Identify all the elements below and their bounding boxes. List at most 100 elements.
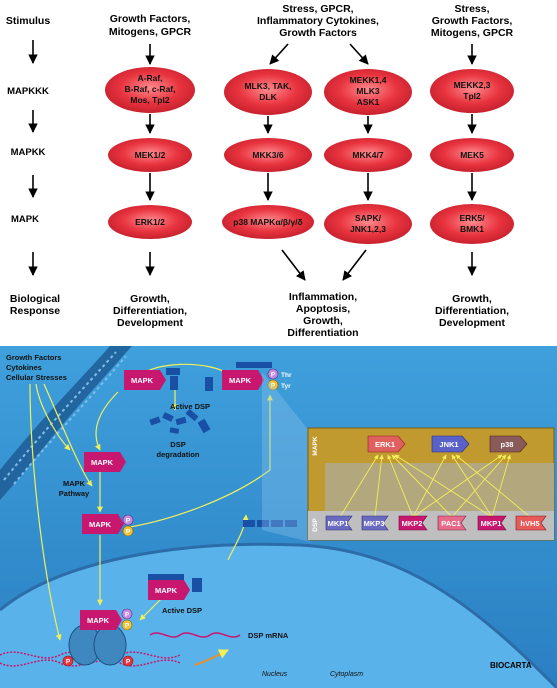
stimulus-cellular-stresses: Cellular Stresses xyxy=(6,373,67,382)
transcription-complex xyxy=(0,624,181,667)
phosphatase-mkp3 xyxy=(361,515,389,531)
col23-response-line1: Inflammation, xyxy=(289,291,357,303)
col2-mapkk: MKK3/6 xyxy=(252,150,283,160)
cell-illustration: Growth Factors Cytokines Cellular Stress… xyxy=(0,346,557,688)
mapk-ellipse xyxy=(324,204,412,244)
phosphatase-mkp2 xyxy=(398,515,428,531)
phosphatase-hvh5 xyxy=(515,515,547,531)
col23-header-line3: Growth Factors xyxy=(279,27,357,39)
mapk-protein: MAPK xyxy=(124,370,166,390)
arrow xyxy=(342,249,367,281)
dsp-block xyxy=(170,376,178,390)
mapk-protein: MAPK xyxy=(84,452,126,472)
response-label-line2: Response xyxy=(10,305,60,317)
phosphate-icon xyxy=(267,379,279,391)
col1-header-line2: Mitogens, GPCR xyxy=(109,26,192,38)
mapkk-ellipse xyxy=(324,138,412,172)
mapk-protein: MAPK xyxy=(148,580,190,600)
col1-header-line1: Growth Factors, xyxy=(110,13,191,25)
phosphatase-mkp1-label: MKP1 xyxy=(328,519,349,528)
dsp-degradation-line2: degradation xyxy=(157,450,200,459)
membrane-texture xyxy=(13,355,127,485)
kinase-p38-label: p38 xyxy=(501,440,514,449)
panel-interaction-zone xyxy=(325,463,554,511)
phosphate-label: P xyxy=(125,623,130,630)
phosphate-label: P xyxy=(125,612,130,619)
col4-mapkkk-line2: Tpl2 xyxy=(463,91,481,101)
phosphatase-mkp1 xyxy=(325,515,353,531)
phosphate-icon xyxy=(122,514,134,526)
stimulus-label: Stimulus xyxy=(6,15,50,27)
phosphatase-row: MKP1 MKP3 MKP2 PAC1 MKP1 hVH5 xyxy=(325,515,547,531)
phosphate-label: P xyxy=(271,372,276,379)
mapkkk-label: MAPKKK xyxy=(7,86,49,97)
active-dsp-label-top: Active DSP xyxy=(170,402,210,411)
col2-mapkkk-line1: MLK3, TAK, xyxy=(244,81,291,91)
dsp-block xyxy=(148,574,184,580)
response-label-line1: Biological xyxy=(10,293,60,305)
mapkkk-ellipse xyxy=(324,69,412,115)
dsp-block xyxy=(236,362,272,368)
phosphatase-mkp2-label: MKP2 xyxy=(402,519,423,528)
mapk-protein: MAPK xyxy=(82,514,124,534)
col3-mapkkk-line1: MEKK1,4 xyxy=(350,75,387,85)
mapk-ellipse xyxy=(430,204,514,244)
col1-response-line1: Growth, xyxy=(130,293,170,305)
col23-response-line2: Apoptosis, xyxy=(296,303,350,315)
dsp-chain xyxy=(243,520,297,527)
col4-header-line3: Mitogens, GPCR xyxy=(431,27,514,39)
nuclear-envelope xyxy=(0,542,557,688)
col4-header-line1: Stress, xyxy=(454,3,489,15)
col4-mapk-line1: ERK5/ xyxy=(459,213,485,223)
col1-response-line3: Development xyxy=(117,317,183,329)
dsp-block xyxy=(166,368,180,375)
thr-label: Thr xyxy=(281,372,292,379)
phosphate-label: P xyxy=(126,659,131,666)
col3-mapkk: MKK4/7 xyxy=(352,150,383,160)
cell-membrane xyxy=(0,346,132,500)
dsp-mrna-label: DSP mRNA xyxy=(248,631,289,640)
col4-response-line2: Differentiation, xyxy=(435,305,509,317)
mapkk-ellipse xyxy=(224,138,312,172)
phosphate-icon xyxy=(121,608,133,620)
svg-text:MAPK: MAPK xyxy=(91,458,114,467)
kinase-erk1-label: ERK1 xyxy=(375,440,395,449)
mapkk-ellipse xyxy=(430,138,514,172)
kinase-jnk1 xyxy=(431,435,470,453)
dsp-degradation-line1: DSP xyxy=(170,440,185,449)
mapk-pathway-line1: MAPK xyxy=(63,479,86,488)
membrane-texture xyxy=(3,351,117,481)
mapkkk-ellipse xyxy=(105,67,195,113)
phosphatase-mkp3-label: MKP3 xyxy=(364,519,385,528)
dsp-mrna-strand xyxy=(149,632,241,638)
svg-text:MAPK: MAPK xyxy=(89,520,112,529)
stimulus-growth-factors: Growth Factors xyxy=(6,353,61,362)
active-dsp-label-bottom: Active DSP xyxy=(162,606,202,615)
mapk-label: MAPK xyxy=(11,214,39,225)
nucleus xyxy=(0,544,557,688)
col23-response-line3: Growth, xyxy=(303,315,343,327)
svg-text:MAPK: MAPK xyxy=(229,376,252,385)
phosphatase-pac1 xyxy=(437,515,467,531)
col23-response-line4: Differentiation xyxy=(287,327,358,339)
col23-header-line2: Inflammatory Cytokines, xyxy=(257,15,379,27)
mapkk-ellipse xyxy=(108,138,192,172)
phosphate-label: P xyxy=(126,518,131,525)
interaction-lines xyxy=(339,454,531,518)
svg-text:MAPK: MAPK xyxy=(155,586,178,595)
col4-mapk-line2: BMK1 xyxy=(460,224,484,234)
col4-response-line3: Development xyxy=(439,317,505,329)
col1-mapkk: MEK1/2 xyxy=(135,150,166,160)
mapk-pathway-line2: Pathway xyxy=(59,489,90,498)
panel-mapk-side-label: MAPK xyxy=(312,436,319,455)
arrow xyxy=(269,43,289,65)
mapk-protein: MAPK xyxy=(222,370,264,390)
col1-mapkkk-line3: Mos, Tpl2 xyxy=(130,95,169,105)
svg-text:MAPK: MAPK xyxy=(131,376,154,385)
kinase-jnk1-label: JNK1 xyxy=(439,440,458,449)
col3-mapk-line1: SAPK/ xyxy=(355,213,382,223)
phosphate-icon xyxy=(121,619,133,631)
phosphate-label: P xyxy=(66,659,71,666)
